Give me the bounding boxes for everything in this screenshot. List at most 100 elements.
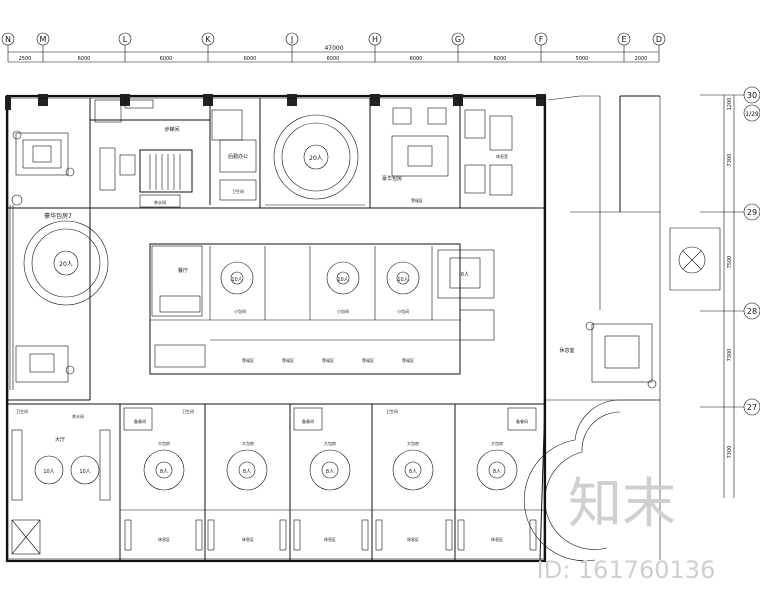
table-label-room-3: 8人	[326, 469, 334, 475]
room-label-waiting-4: 等候区	[362, 357, 374, 363]
dim-overall: 47000	[324, 45, 343, 52]
room-label-big-2: 大包房	[242, 440, 254, 446]
table-label-six: 6人	[461, 272, 469, 278]
dim-seg-1: 2500	[19, 56, 32, 62]
table-label-room-5: 8人	[493, 469, 501, 475]
table-label-large-center: 20人	[309, 155, 323, 162]
grid-label-H: H	[372, 35, 378, 44]
grid-label-D: D	[656, 35, 662, 44]
top-row-rooms: 步梯间 茶水间 后勤办公 卫生间 20人 豪华包房 等候区 休息室	[8, 98, 545, 209]
grid-label-K: K	[205, 35, 211, 44]
room-label-pantry-5: 备餐间	[516, 418, 528, 424]
table-label-small-2: 10人	[337, 277, 348, 283]
dimension-lines: 47000 2500 6000 6000 6000 6000 6000 6000…	[8, 45, 735, 498]
row-label-1-29: 1/29	[745, 111, 759, 118]
room-label-stairs: 步梯间	[164, 126, 179, 133]
grid-label-G: G	[455, 35, 461, 44]
round-table-large	[23, 220, 109, 306]
top-grid-axis: N M L K J H G	[1, 32, 666, 62]
grid-bubble-J: J	[285, 32, 299, 62]
dim-right-4: 7300	[727, 349, 733, 362]
dim-seg-4: 6000	[244, 56, 257, 62]
dim-seg-3: 6000	[160, 56, 173, 62]
room-label-vip7: 豪华包房7	[44, 212, 72, 220]
vip-room-7: 20人 豪华包房7	[8, 98, 109, 401]
grid-label-E: E	[621, 35, 626, 44]
room-label-small-1: 小包间	[234, 308, 246, 314]
room-label-toilet-left: 卫生间	[16, 408, 28, 414]
room-label-rest-3: 休息区	[324, 536, 336, 542]
room-label-toilet-4: 卫生间	[386, 408, 398, 414]
grid-bubble-K: K	[201, 32, 215, 62]
grid-label-L: L	[123, 35, 128, 44]
round-table-room-2	[226, 449, 268, 491]
table-label-lounge-2: 10人	[79, 469, 90, 475]
middle-block: 餐厅 10人 小包间 10人 小包间 10人 小包间 6人 等候区 等候区 等候…	[149, 243, 495, 375]
table-label-room-2: 8人	[243, 469, 251, 475]
watermark-brand: 知末	[568, 472, 676, 535]
dim-seg-2: 6000	[78, 56, 91, 62]
bottom-row-rooms: 10人 10人 大厅 卫生间 茶水间 备餐间 卫生间 8人 大包房 休息区 8人…	[8, 403, 545, 560]
column-marker	[678, 246, 706, 274]
round-table-room-1	[143, 449, 185, 491]
room-label-pantry-1: 备餐间	[134, 418, 146, 424]
room-label-big-5: 大包房	[491, 440, 503, 446]
room-label-waiting-top: 等候区	[411, 197, 423, 203]
grid-label-J: J	[290, 35, 293, 44]
room-label-small-3: 小包间	[397, 308, 409, 314]
room-label-small-2: 小包间	[337, 308, 349, 314]
row-label-29: 29	[747, 208, 757, 217]
dim-seg-5: 6000	[327, 56, 340, 62]
grid-bubble-E: E	[617, 32, 631, 62]
dim-seg-7: 6000	[494, 56, 507, 62]
table-label-small-1: 10人	[231, 277, 242, 283]
stairwell	[139, 149, 193, 193]
room-label-waiting-1: 等候区	[242, 357, 254, 363]
round-table-lounge-2	[70, 455, 100, 485]
right-grid-axis: 30 1/29 29 28 27	[700, 86, 760, 416]
round-table-lounge-1	[34, 455, 64, 485]
grid-bubble-H: H	[368, 32, 382, 62]
dim-seg-6: 6000	[410, 56, 423, 62]
room-label-rest-2: 休息区	[242, 536, 254, 542]
grid-label-N: N	[5, 35, 11, 44]
table-label-room-1: 8人	[160, 469, 168, 475]
table-label-lounge-1: 10人	[43, 469, 54, 475]
grid-bubble-N: N	[1, 32, 15, 62]
round-table-room-5	[476, 449, 518, 491]
dim-right-1: 1200	[727, 98, 733, 111]
room-label-pantry-3: 备餐间	[302, 418, 314, 424]
room-label-lounge-top: 休息室	[496, 153, 508, 159]
grid-bubble-M: M	[36, 32, 50, 62]
room-label-lounge-right: 休息室	[559, 347, 574, 354]
room-label-tea-top: 茶水间	[154, 199, 166, 205]
room-label-rest-4: 休息区	[407, 536, 419, 542]
row-label-30: 30	[747, 91, 757, 100]
round-table-room-3	[309, 449, 351, 491]
room-label-big-4: 大包房	[407, 440, 419, 446]
room-label-toilet-1: 卫生间	[182, 408, 194, 414]
outer-walls	[5, 94, 547, 563]
grid-label-M: M	[40, 35, 47, 44]
room-label-restaurant: 餐厅	[178, 267, 188, 274]
grid-bubble-L: L	[118, 32, 132, 62]
room-label-waiting-5: 等候区	[402, 357, 414, 363]
room-label-rest-1: 休息区	[158, 536, 170, 542]
grid-bubble-D: D	[652, 32, 666, 62]
grid-label-F: F	[539, 35, 544, 44]
spiral-stair	[574, 399, 621, 441]
round-table-small-1	[220, 261, 254, 295]
room-label-waiting-3: 等候区	[322, 357, 334, 363]
room-label-hall: 大厅	[55, 436, 65, 443]
dim-seg-8: 5000	[576, 56, 589, 62]
room-label-waiting-2: 等候区	[282, 357, 294, 363]
room-label-big-1: 大包房	[158, 440, 170, 446]
table-label-small-3: 10人	[397, 277, 408, 283]
round-table-vip-center	[273, 114, 359, 200]
row-label-28: 28	[747, 307, 757, 316]
watermark-id: ID: 161760136	[537, 556, 716, 584]
round-table-small-3	[386, 261, 420, 295]
round-table-small-2	[326, 261, 360, 295]
room-label-back-office: 后勤办公	[228, 153, 248, 160]
